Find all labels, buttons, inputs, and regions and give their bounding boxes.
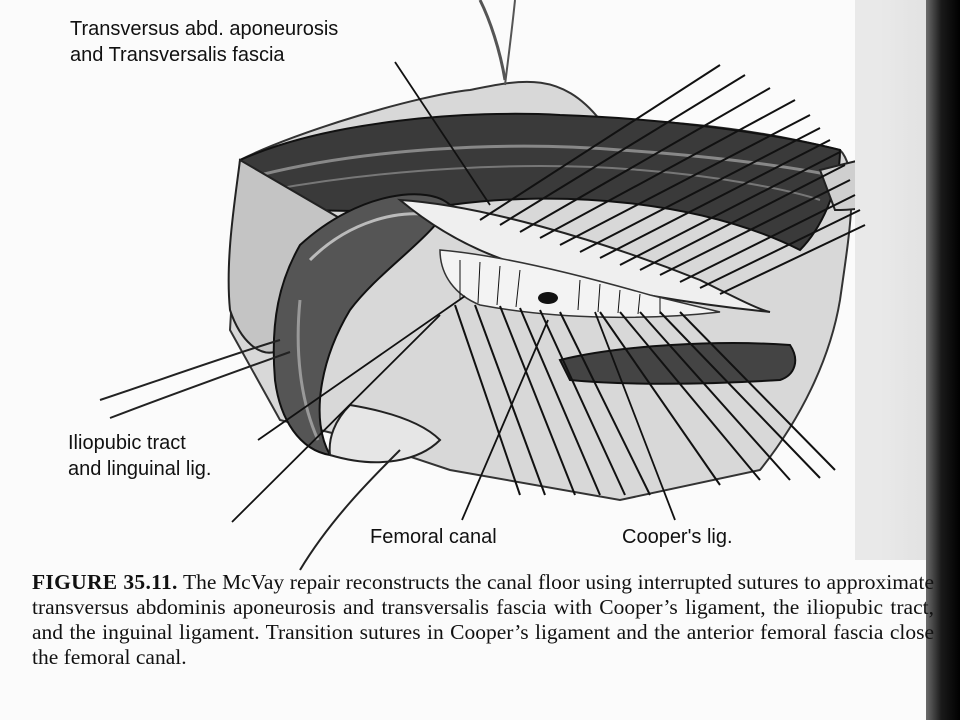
leader-coopers (594, 311, 676, 521)
label-transversus-line1: Transversus abd. aponeurosis (70, 18, 339, 40)
leader-iliopubic (257, 295, 466, 441)
label-iliopubic-line1: Iliopubic tract (68, 432, 186, 454)
scan-shadow (926, 0, 960, 720)
page-edge-bleed (880, 0, 926, 560)
figure-number: FIGURE 35.11. (32, 570, 178, 594)
label-coopers: Cooper's lig. (622, 526, 733, 548)
leader-transversus (394, 61, 491, 206)
leader-femoral (461, 319, 549, 521)
suture-threads (454, 64, 866, 496)
leader-lines (231, 61, 676, 523)
leader-iliopubic-2 (231, 314, 441, 523)
label-femoral-canal: Femoral canal (370, 526, 497, 548)
caption-text: The McVay repair reconstructs the canal … (32, 570, 934, 669)
label-transversus-line2: and Transversalis fascia (70, 44, 285, 66)
surgical-field (99, 0, 960, 571)
label-iliopubic-line2: and linguinal lig. (68, 458, 212, 480)
figure-caption: FIGURE 35.11. The McVay repair reconstru… (32, 570, 934, 670)
